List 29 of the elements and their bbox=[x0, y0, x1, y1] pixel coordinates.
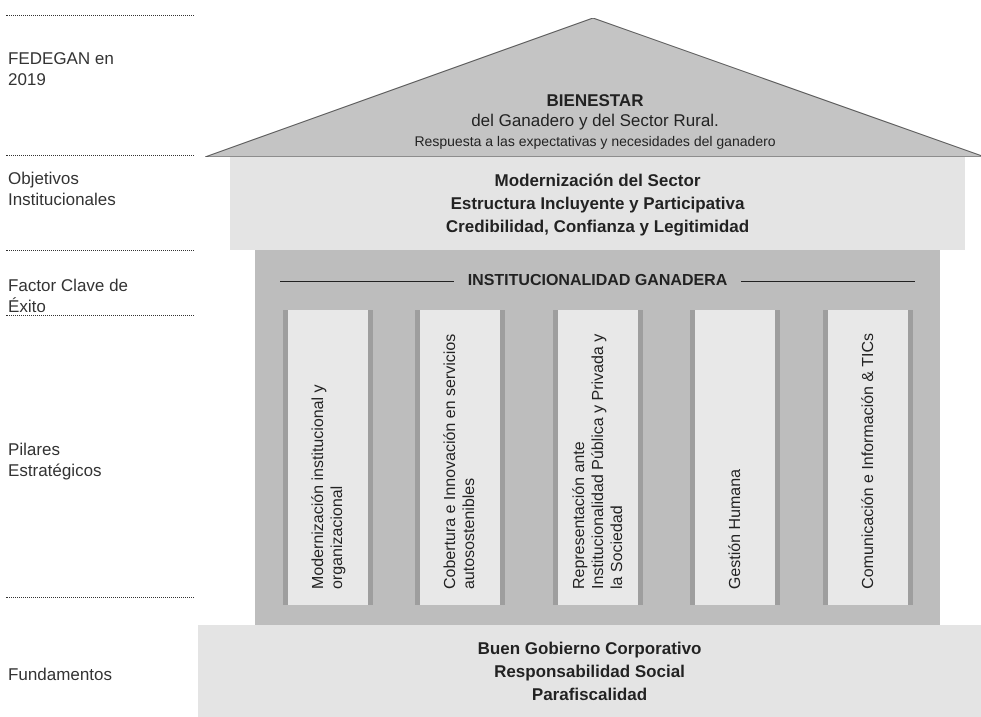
row-label: Factor Clave de Éxito bbox=[8, 275, 129, 317]
roof-text: Respuesta a las expectativas y necesidades del ganadero bbox=[413, 132, 777, 151]
band-text: Parafiscalidad bbox=[530, 684, 648, 706]
band-text: Credibilidad, Confianza y Legitimidad bbox=[444, 216, 750, 238]
band-text: Responsabilidad Social bbox=[493, 660, 686, 682]
roof-triangle bbox=[205, 18, 981, 157]
pillar-text: Modernización institucional y organizacional bbox=[309, 383, 347, 589]
pillar-text: Comunicación e Información & TICs bbox=[858, 333, 878, 589]
pillar-text: Gestión Humana bbox=[726, 468, 744, 589]
pillar bbox=[553, 310, 643, 605]
temple-body bbox=[255, 250, 940, 625]
band bbox=[198, 625, 981, 717]
pillar-text: Cobertura e Innovación en servicios autosostenibles bbox=[441, 332, 479, 589]
band-text: Modernización del Sector bbox=[494, 170, 702, 192]
heading: BIENESTAR bbox=[546, 90, 644, 111]
pillar bbox=[415, 310, 505, 605]
band-text: Buen Gobierno Corporativo bbox=[476, 638, 702, 660]
pillar bbox=[823, 310, 913, 605]
roof-text: del Ganadero y del Sector Rural. bbox=[470, 111, 720, 131]
pillar-text: Representación ante Institucionalidad Pública y Privada y la Sociedad bbox=[570, 332, 626, 589]
row-label: Fundamentos bbox=[8, 664, 113, 685]
row-label: Objetivos Institucionales bbox=[8, 168, 117, 210]
pillar bbox=[283, 310, 373, 605]
band bbox=[230, 157, 965, 250]
heading: INSTITUCIONALIDAD GANADERA bbox=[468, 272, 728, 290]
row-label: Pilares Estratégicos bbox=[8, 439, 103, 481]
band-text: Estructura Incluyente y Participativa bbox=[450, 193, 746, 215]
pillar bbox=[690, 310, 780, 605]
row-label: FEDEGAN en 2019 bbox=[8, 48, 115, 90]
